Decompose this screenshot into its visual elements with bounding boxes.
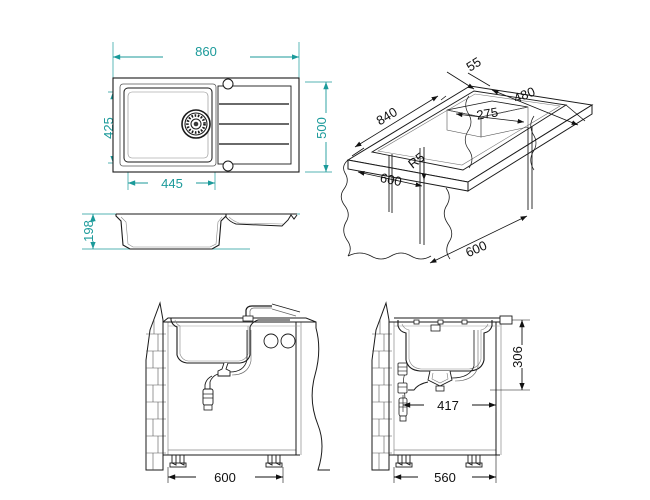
sink-bowl-section-left-inner — [174, 319, 249, 362]
sink-rim-right-left-view — [249, 319, 290, 328]
drainboard-profile — [225, 214, 298, 227]
faucet-left — [242, 303, 301, 322]
worktop-right-edge — [467, 104, 593, 192]
dimension-306-label: 306 — [510, 346, 525, 368]
dimension-198: 198 — [81, 214, 96, 249]
dimension-560-label: 560 — [434, 470, 456, 485]
bowl-profile-outline — [115, 214, 227, 250]
dimension-275-label: 275 — [475, 104, 499, 122]
dimension-860-label: 860 — [195, 44, 217, 59]
dimension-500: 500 — [314, 82, 329, 172]
side-section-view: 198 — [81, 213, 300, 250]
break-line-left — [340, 159, 351, 257]
sink-bowl-section-right-inner — [401, 323, 489, 370]
worktop-edge-block-right — [499, 315, 513, 325]
break-line-bottom-left — [347, 252, 432, 260]
wall-brick-hatch-right — [372, 320, 392, 470]
dimension-198-label: 198 — [81, 220, 96, 242]
dimension-560-bottom-right: 560 — [393, 412, 497, 485]
dimension-600-bl-label: 600 — [214, 470, 236, 485]
wall-right — [371, 301, 390, 471]
front-section-left-view: 600 — [145, 301, 330, 485]
bowl-outer — [119, 83, 217, 167]
dimension-417-label: 417 — [437, 398, 459, 413]
wall-left — [145, 301, 164, 471]
break-line-right — [530, 115, 537, 171]
dimension-417: 417 — [402, 395, 496, 413]
drainboard-outline — [217, 85, 292, 165]
wall-brick-hatch-left — [146, 320, 166, 470]
break-line-top-mid — [464, 95, 473, 169]
tap-hole-top-icon — [222, 78, 234, 90]
tap-hole-right-icon — [280, 333, 296, 349]
dimension-55-label: 55 — [464, 54, 484, 74]
top-view: 860 500 425 445 — [101, 42, 332, 191]
cabinet-feet-left — [169, 455, 283, 468]
drain-strainer-icon — [181, 109, 211, 139]
cabinet-feet-right — [395, 455, 483, 468]
cabinet-right — [388, 322, 502, 456]
worktop-left-contour — [162, 317, 330, 471]
pipework-right — [397, 362, 408, 422]
sink-rim-ticks-right — [413, 319, 468, 332]
isometric-view: 840 600 55 480 275 R5 600 — [340, 54, 594, 264]
bottle-trap-left — [202, 330, 252, 411]
cabinet-left — [162, 322, 302, 456]
dimension-600-bottom-left: 600 — [167, 467, 284, 485]
tap-hole-left-icon — [263, 333, 279, 349]
tap-hole-bottom-icon — [222, 160, 234, 172]
drain-waste-right — [402, 330, 479, 411]
drainboard-grooves — [219, 102, 289, 146]
dimension-600-left-label: 600 — [379, 170, 403, 189]
bowl-inner — [123, 87, 213, 163]
iso-dimension-lines — [351, 71, 586, 264]
dimension-860: 860 — [113, 44, 299, 60]
dimension-500-label: 500 — [314, 117, 329, 139]
bowl-profile-inner — [120, 216, 223, 248]
dimension-425-label: 425 — [101, 117, 116, 139]
dimension-306: 306 — [490, 319, 530, 391]
drainboard-profile-inner — [228, 216, 284, 225]
dimension-445: 445 — [128, 176, 215, 191]
dimension-445-label: 445 — [161, 176, 183, 191]
front-section-right-view: 306 417 560 — [371, 301, 530, 485]
